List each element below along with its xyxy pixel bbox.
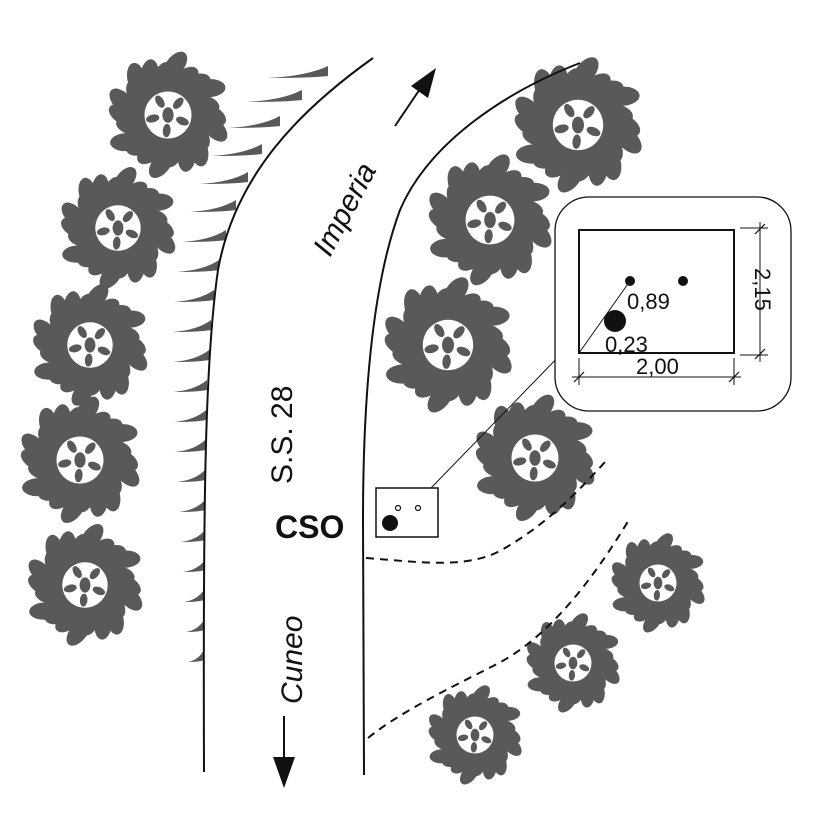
dim-width: 2,00	[636, 354, 679, 379]
embankment-tick-icon	[177, 470, 205, 482]
label-road-name: S.S. 28	[266, 386, 299, 484]
embankment-tick-icon	[181, 530, 205, 542]
tree-canopy-icon	[428, 685, 522, 785]
tree-canopy-icon	[514, 57, 642, 193]
tree-canopy-icon	[20, 396, 140, 524]
tree-canopy-icon	[384, 277, 512, 413]
dim-diameter: 0,23	[605, 332, 648, 357]
embankment-tick-icon	[179, 500, 205, 512]
dashed-track-lower	[367, 517, 631, 739]
embankment-tick-icon	[183, 560, 205, 572]
detail-leader-line	[430, 349, 566, 489]
embankment-tick-icon	[184, 590, 204, 602]
label-cso: CSO	[275, 509, 344, 545]
embankment-ticks	[173, 66, 328, 662]
embankment-tick-icon	[212, 144, 262, 156]
tree-canopy-icon	[611, 533, 705, 633]
tree-canopy-icon	[475, 394, 595, 522]
tree-canopy-icon	[61, 166, 176, 289]
embankment-tick-icon	[173, 380, 207, 392]
trees	[20, 51, 705, 785]
road-edge-left	[202, 57, 374, 773]
embankment-tick-icon	[186, 620, 204, 632]
embankment-tick-icon	[188, 650, 204, 662]
embankment-tick-icon	[247, 90, 302, 102]
label-cuneo: Cuneo	[276, 616, 309, 704]
tree-canopy-icon	[526, 613, 620, 713]
direction-arrow-icon	[273, 716, 295, 788]
embankment-tick-icon	[190, 200, 236, 212]
embankment-tick-icon	[175, 440, 205, 452]
embankment-tick-icon	[228, 116, 280, 128]
detail-inset	[554, 196, 792, 412]
embankment-tick-icon	[268, 66, 328, 78]
tree-canopy-icon	[428, 154, 552, 286]
dashed-track-upper	[365, 461, 606, 564]
dim-spacing: 0,89	[627, 289, 670, 314]
tree-canopy-icon	[28, 523, 143, 646]
direction-arrow-icon	[394, 68, 436, 127]
embankment-tick-icon	[174, 410, 206, 422]
label-imperia: Imperia	[307, 157, 383, 261]
embankment-tick-icon	[177, 260, 219, 272]
cso-site-box	[375, 487, 439, 538]
tree-canopy-icon	[108, 51, 228, 179]
embankment-tick-icon	[182, 230, 226, 242]
embankment-tick-icon	[174, 290, 214, 302]
embankment-tick-icon	[200, 172, 248, 184]
road-edge-right	[361, 62, 581, 776]
tree-canopy-icon	[33, 283, 148, 406]
embankment-tick-icon	[173, 320, 211, 332]
embankment-tick-icon	[173, 350, 209, 362]
dim-height: 2,15	[750, 268, 775, 311]
